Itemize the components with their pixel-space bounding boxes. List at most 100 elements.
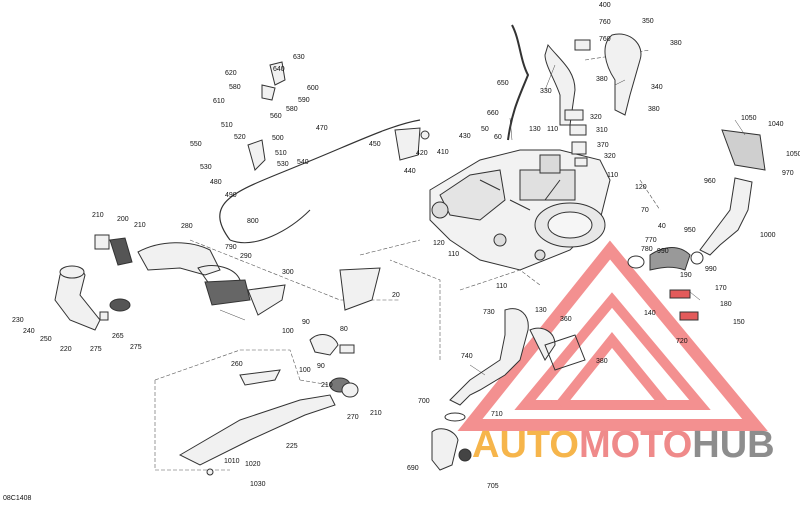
callout-150: 150	[733, 319, 745, 326]
callout-380d: 380	[596, 358, 608, 365]
watermark-hub: HUB	[692, 424, 775, 466]
callout-790: 790	[225, 244, 237, 251]
watermark-text: AUTOMOTOHUB	[472, 426, 775, 464]
callout-50: 50	[481, 126, 489, 133]
callout-410: 410	[437, 149, 449, 156]
callout-230: 230	[12, 317, 24, 324]
callout-380a: 380	[670, 40, 682, 47]
callout-510a: 510	[221, 122, 233, 129]
right-intake-parts	[627, 129, 766, 321]
callout-100a: 100	[282, 328, 294, 335]
callout-20: 20	[392, 292, 400, 299]
callout-760a: 760	[599, 19, 611, 26]
callout-1000: 1000	[760, 232, 776, 239]
callout-970: 970	[782, 170, 794, 177]
callout-110c: 110	[448, 251, 460, 258]
callout-1020: 1020	[245, 461, 261, 468]
callout-275a: 275	[90, 346, 102, 353]
callout-70: 70	[641, 207, 649, 214]
callout-280: 280	[181, 223, 193, 230]
brackets-upper-left	[247, 61, 430, 171]
callout-120b: 120	[433, 240, 445, 247]
callout-720: 720	[676, 338, 688, 345]
callout-130a: 130	[529, 126, 541, 133]
callout-690: 690	[407, 465, 419, 472]
callout-100b: 100	[299, 367, 311, 374]
cable-650	[507, 24, 530, 141]
callout-470: 470	[316, 125, 328, 132]
callout-580a: 580	[229, 84, 241, 91]
callout-210b: 210	[134, 222, 146, 229]
leader-lines	[219, 64, 746, 376]
callout-590: 590	[298, 97, 310, 104]
callout-130b: 130	[535, 307, 547, 314]
callout-1030: 1030	[250, 481, 266, 488]
cable-470	[219, 119, 421, 241]
callout-120a: 120	[635, 184, 647, 191]
callout-90b: 90	[317, 363, 325, 370]
callout-700: 700	[418, 398, 430, 405]
callout-240: 240	[23, 328, 35, 335]
callout-225: 225	[286, 443, 298, 450]
lower-center-exhaust	[431, 308, 586, 471]
callout-360: 360	[560, 316, 572, 323]
callout-330: 330	[540, 88, 552, 95]
callout-760b: 760	[599, 36, 611, 43]
exhaust-upper	[544, 33, 642, 167]
callout-510b: 510	[275, 150, 287, 157]
callout-770: 770	[645, 237, 657, 244]
callout-990a: 990	[657, 248, 669, 255]
callout-780: 780	[641, 246, 653, 253]
lower-left-parts	[178, 267, 381, 476]
callout-260: 260	[231, 361, 243, 368]
callout-380b: 380	[596, 76, 608, 83]
callout-950: 950	[684, 227, 696, 234]
watermark-moto: MOTO	[578, 424, 693, 466]
callout-550: 550	[190, 141, 202, 148]
callout-210d: 210	[370, 410, 382, 417]
callout-300: 300	[282, 269, 294, 276]
callout-740: 740	[461, 353, 473, 360]
callout-320a: 320	[590, 114, 602, 121]
callout-960: 960	[704, 178, 716, 185]
callout-500: 500	[272, 135, 284, 142]
callout-430: 430	[459, 133, 471, 140]
callout-800: 800	[247, 218, 259, 225]
callout-1010: 1010	[224, 458, 240, 465]
callout-210c: 210	[321, 382, 333, 389]
callout-90a: 90	[302, 319, 310, 326]
callout-650: 650	[497, 80, 509, 87]
callout-610: 610	[213, 98, 225, 105]
callout-340: 340	[651, 84, 663, 91]
callout-110a: 110	[547, 126, 559, 133]
callout-380c: 380	[648, 106, 660, 113]
diagram-code: 08C1408	[3, 495, 32, 502]
callout-190: 190	[680, 272, 692, 279]
callout-640: 640	[273, 66, 285, 73]
callout-600: 600	[307, 85, 319, 92]
callout-60: 60	[494, 134, 502, 141]
callout-530a: 530	[200, 164, 212, 171]
callout-1050a: 1050	[741, 115, 757, 122]
callout-730: 730	[483, 309, 495, 316]
callout-440: 440	[404, 168, 416, 175]
callout-250: 250	[40, 336, 52, 343]
callout-310: 310	[596, 127, 608, 134]
callout-320b: 320	[604, 153, 616, 160]
callout-705: 705	[487, 483, 499, 490]
callout-480: 480	[210, 179, 222, 186]
callout-540: 540	[297, 159, 309, 166]
callout-270: 270	[347, 414, 359, 421]
callout-170: 170	[715, 285, 727, 292]
callout-660: 660	[487, 110, 499, 117]
callout-40: 40	[658, 223, 666, 230]
callout-1050b: 1050	[786, 151, 800, 158]
callout-350: 350	[642, 18, 654, 25]
callout-400: 400	[599, 2, 611, 9]
left-intake-parts	[54, 234, 286, 331]
callout-265: 265	[112, 333, 124, 340]
callout-210a: 210	[92, 212, 104, 219]
callout-490: 490	[225, 192, 237, 199]
callout-370: 370	[597, 142, 609, 149]
